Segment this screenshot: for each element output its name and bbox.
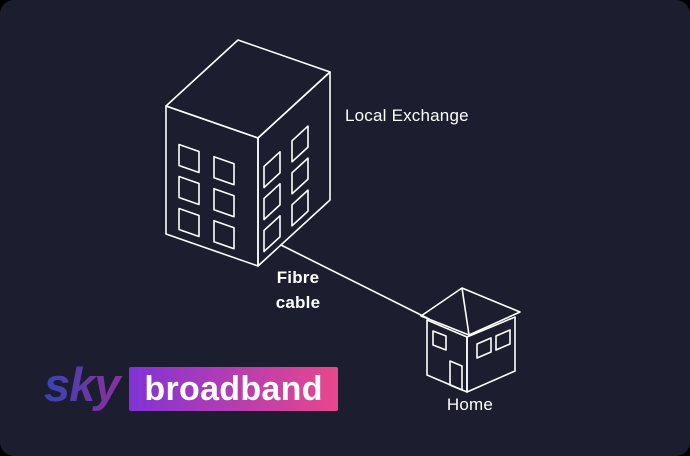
building-right-windows-icon xyxy=(263,125,309,253)
broadband-badge: broadband xyxy=(129,367,338,411)
local-exchange-label: Local Exchange xyxy=(345,106,469,125)
local-exchange-building-icon xyxy=(165,39,331,267)
sky-wordmark: sky xyxy=(44,358,123,411)
home-label: Home xyxy=(446,395,494,414)
fibre-cable-label-line2: cable xyxy=(275,293,321,312)
home-house-icon xyxy=(420,287,521,393)
building-left-windows-icon xyxy=(178,143,235,250)
fibre-cable-label: Fibre cable xyxy=(256,265,340,315)
house-front-window-icon xyxy=(432,330,447,351)
broadband-wordmark: broadband xyxy=(144,370,323,408)
house-door-icon xyxy=(449,360,463,391)
fibre-cable-label-line1: Fibre xyxy=(276,268,320,287)
fibre-cable-line xyxy=(280,244,430,320)
house-side-windows-icon xyxy=(476,329,511,359)
sky-broadband-logo: sky broadband xyxy=(44,358,338,411)
